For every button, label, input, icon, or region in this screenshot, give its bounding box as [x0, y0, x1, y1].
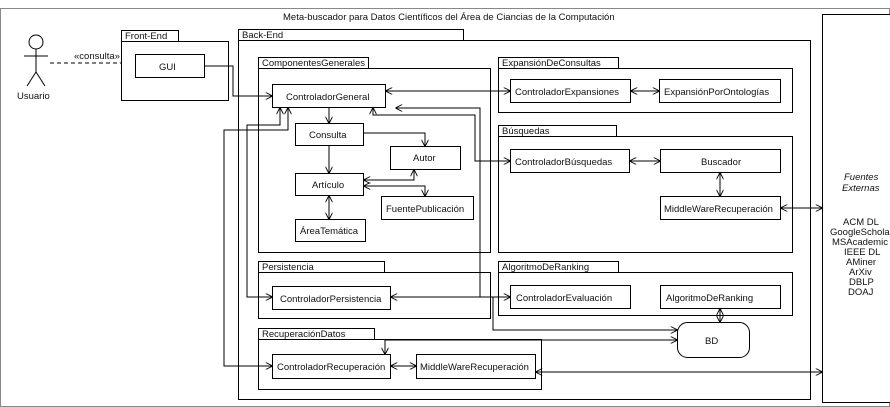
- algoritmo-ranking-label: AlgoritmoDeRanking: [666, 293, 753, 304]
- consulta-box-label: Consulta: [309, 130, 347, 141]
- middleware-recuperacion-rd-box: [416, 354, 536, 379]
- actor-head: [28, 34, 44, 50]
- back-end-title: Back-End: [242, 30, 283, 41]
- fuentes-externas-box: [822, 14, 890, 403]
- front-end-title: Front-End: [125, 31, 167, 42]
- controlador-recuperacion-label: ControladorRecuperación: [277, 362, 385, 373]
- autor-label: Autor: [413, 153, 436, 164]
- articulo-label: Artículo: [312, 180, 344, 191]
- source-item: DBLP: [849, 277, 874, 288]
- persistencia-to-bd: [391, 297, 677, 330]
- fuente-publicacion-label: FuentePublicación: [386, 204, 464, 215]
- expansion-consultas-package: ExpansiónDeConsultas ControladorExpansio…: [498, 57, 793, 113]
- source-item: ArXiv: [849, 267, 872, 278]
- controlador-expansiones-label: ControladorExpansiones: [515, 87, 619, 98]
- componentes-generales-package: ComponentesGenerales ControladorGeneral …: [258, 57, 491, 253]
- buscador-label: Buscador: [701, 157, 741, 168]
- cg-to-recuperacion: [223, 108, 288, 366]
- controlador-recuperacion-box: [272, 354, 391, 379]
- actor-usuario: Usuario: [17, 34, 50, 102]
- consulta-label: «consulta»: [74, 51, 120, 62]
- bd-label: BD: [705, 336, 718, 347]
- source-item: DOAJ: [848, 287, 874, 298]
- actor-leg-left: [26, 71, 37, 87]
- controlador-general-label: ControladorGeneral: [286, 92, 369, 103]
- busquedas-title: Búsquedas: [502, 126, 550, 137]
- controlador-busquedas-label: ControladorBúsquedas: [515, 157, 612, 168]
- gui-label: GUI: [159, 62, 176, 73]
- bd-database: BD: [677, 322, 750, 358]
- ec-title: ExpansiónDeConsultas: [502, 58, 601, 69]
- middleware-recuperacion-rd-label: MiddleWareRecuperación: [420, 362, 529, 373]
- diagram-title: Meta-buscador para Datos Científicos del…: [283, 12, 615, 23]
- gui-to-controlador-general: [204, 65, 272, 96]
- source-item: MSAcademic: [832, 237, 888, 248]
- source-item: ACM DL: [843, 217, 879, 228]
- controlador-persistencia-label: ControladorPersistencia: [280, 294, 382, 305]
- fuentes-externas-panel: Fuentes Externas ACM DL GoogleScholar MS…: [822, 14, 890, 403]
- persistencia-title: Persistencia: [262, 262, 314, 273]
- fuentes-externas-heading-2: Externas: [842, 183, 880, 194]
- source-item: AMiner: [846, 257, 876, 268]
- source-item: IEEE DL: [844, 247, 880, 258]
- source-item: GoogleScholar: [830, 227, 890, 238]
- actor-label: Usuario: [17, 91, 50, 102]
- rd-title: RecuperaciónDatos: [262, 329, 346, 340]
- controlador-evaluacion-label: ControladorEvaluación: [516, 293, 612, 304]
- fuentes-externas-heading-1: Fuentes: [844, 172, 879, 183]
- expansion-ontologias-label: ExpansiónPorOntologías: [664, 87, 769, 98]
- cg-title: ComponentesGenerales: [262, 58, 365, 69]
- ar-title: AlgoritmoDeRanking: [502, 262, 589, 273]
- front-end-package: Front-End GUI: [121, 30, 229, 101]
- busquedas-package: Búsquedas ControladorBúsquedas Buscador …: [498, 125, 793, 253]
- actor-leg-right: [35, 71, 46, 87]
- recuperacion-to-bd: [385, 340, 677, 354]
- connectors: [204, 65, 822, 372]
- middleware-recuperacion-busq-label: MiddleWareRecuperación: [664, 204, 773, 215]
- fuentes-externas-list: ACM DL GoogleScholar MSAcademic IEEE DL …: [830, 217, 890, 298]
- area-tematica-label: ÁreaTemática: [300, 226, 359, 237]
